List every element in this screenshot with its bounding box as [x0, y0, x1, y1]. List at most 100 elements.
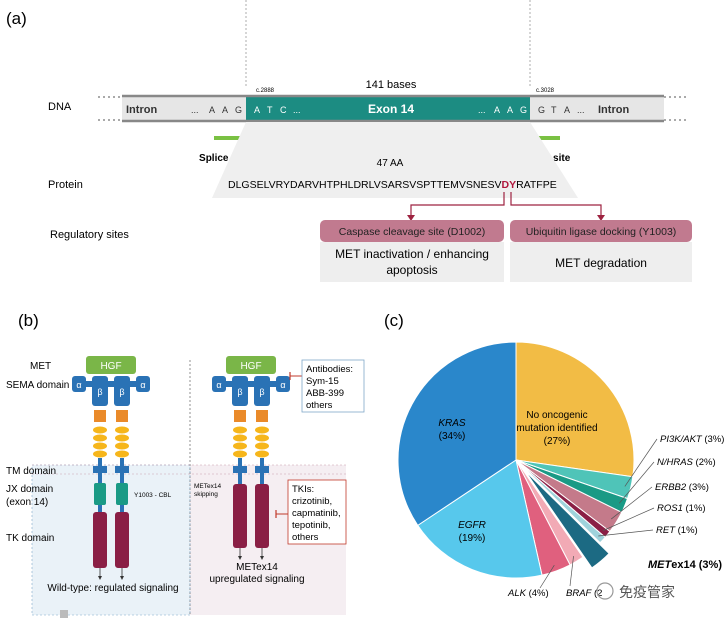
- alpha-label: α: [280, 380, 285, 390]
- ubiquitin-title-box: [510, 220, 692, 242]
- pi3k-pct: (3%): [702, 434, 724, 445]
- ubiquitin-arrowhead: [597, 215, 605, 221]
- beta-subunit: [232, 376, 248, 406]
- signal-arrowhead: [260, 556, 264, 560]
- caspase-arrowhead: [407, 215, 415, 221]
- slice-label-ret: RET (1%): [656, 525, 698, 536]
- psi-domain: [94, 410, 106, 422]
- intron-right-label: Intron: [598, 104, 629, 116]
- tm-domain: [115, 466, 129, 473]
- sema-bridge: [86, 381, 136, 387]
- bases-label: 141 bases: [366, 79, 417, 91]
- slice-label-ros1: ROS1 (1%): [657, 503, 706, 514]
- erbb2-pct: (3%): [686, 482, 709, 493]
- wildtype-receptor: HGF α α β β: [47, 356, 179, 594]
- metex14-receptor: HGF α α β β: [194, 356, 305, 585]
- watermark-logo-icon: [596, 582, 614, 600]
- nhras-name: N/HRAS: [657, 457, 694, 468]
- alpha-label: α: [76, 380, 81, 390]
- seq-base: A: [564, 105, 570, 115]
- label-exon14: (exon 14): [6, 497, 48, 508]
- tkis-title: TKIs:: [292, 484, 314, 495]
- pie-slice-metex14: [524, 470, 610, 569]
- psi-domain: [116, 410, 128, 422]
- ros1-pct: (1%): [683, 503, 706, 514]
- psi-domain: [234, 410, 246, 422]
- seq-base: T: [551, 105, 557, 115]
- nhras-pct: (2%): [693, 457, 716, 468]
- protein-sequence: DLGSELVRYDARVHTPHLDRLVSARSVSPTTEMVSNESVD…: [228, 179, 557, 191]
- ipt-domain: [115, 434, 129, 442]
- tki-item: crizotinib,: [292, 496, 332, 507]
- seq-base: A: [209, 105, 215, 115]
- antibody-item: Sym-15: [306, 376, 339, 387]
- antibody-item: ABB-399: [306, 388, 344, 399]
- beta-label: β: [97, 387, 102, 397]
- pie-slice-kras: [397, 341, 517, 527]
- caspase-desc-box: [320, 242, 504, 282]
- regulatory-row-label: Regulatory sites: [50, 229, 129, 241]
- tki-item: others: [292, 532, 319, 543]
- panel-c: (c) No oncogenic mutation identified (27…: [384, 311, 724, 600]
- tk-domain: [115, 512, 129, 568]
- exon14-block: [246, 95, 530, 122]
- panel-b-label: (b): [18, 311, 39, 330]
- seq-base: A: [494, 105, 500, 115]
- seq-base: C: [280, 105, 287, 115]
- ipt-domain: [255, 434, 269, 442]
- slice-label-erbb2: ERBB2 (3%): [655, 482, 709, 493]
- hgf-ligand: [86, 356, 136, 374]
- seq-base: G: [520, 105, 527, 115]
- leader-line-ros1: [602, 507, 655, 531]
- seq-base: ...: [577, 105, 585, 115]
- tk-domain: [93, 512, 107, 568]
- tk-domain: [255, 484, 269, 548]
- slice-label-egfr: EGFR: [458, 520, 486, 531]
- pie-leader-lines: [539, 438, 658, 589]
- ipt-domain: [115, 442, 129, 450]
- tkis-box: [287, 479, 347, 545]
- slice-label-no-oncogenic-line2: mutation identified: [516, 423, 597, 434]
- label-tm-domain: TM domain: [6, 466, 56, 477]
- ret-pct: (1%): [675, 525, 698, 536]
- seq-left-dots: ...: [191, 105, 199, 115]
- panel-a-label: (a): [6, 9, 27, 28]
- ubiquitin-title: Ubiquitin ligase docking (Y1003): [526, 226, 677, 238]
- ipt-domain: [255, 426, 269, 434]
- slice-label-metex14: METex14 (3%): [648, 559, 722, 571]
- leader-line-braf: [569, 556, 574, 587]
- ipt-domain: [255, 450, 269, 458]
- slice-label-kras-pct: (34%): [439, 431, 466, 442]
- wildtype-region-border: [31, 464, 191, 616]
- tm-domain: [93, 466, 107, 473]
- jx-domain: [116, 483, 128, 505]
- psi-domain: [256, 410, 268, 422]
- antibody-item: others: [306, 400, 333, 411]
- alpha-subunit: [136, 376, 150, 392]
- ipt-domain: [233, 450, 247, 458]
- sema-bridge: [226, 381, 276, 387]
- tk-domain: [233, 484, 247, 548]
- metex14-name: MET: [648, 559, 673, 571]
- ipt-domain: [115, 450, 129, 458]
- coord-right: c.3028: [536, 88, 555, 94]
- leader-line-pi3k-akt: [624, 438, 658, 487]
- jx-domain: [94, 483, 106, 505]
- slice-label-no-oncogenic-line1: No oncogenic: [526, 410, 587, 421]
- slice-label-alk: ALK (4%): [507, 588, 549, 599]
- caspase-arrow: [410, 192, 505, 216]
- protein-seq-post: RATFPE: [516, 179, 557, 191]
- tki-item: tepotinib,: [292, 520, 331, 531]
- panel-a: (a) 141 bases c.2888 c.3028 DNA Intron .…: [6, 0, 692, 282]
- ipt-domain: [93, 426, 107, 434]
- intron-right-block: [530, 95, 664, 122]
- leader-line-alk: [539, 565, 555, 589]
- metex14-pct: ex14 (3%): [671, 559, 722, 571]
- leader-line-n-hras: [619, 461, 655, 504]
- erbb2-name: ERBB2: [655, 482, 687, 493]
- wildtype-caption: Wild-type: regulated signaling: [47, 583, 178, 594]
- antibodies-title: Antibodies:: [306, 364, 353, 375]
- ubiquitin-desc-box: [510, 242, 692, 282]
- caspase-desc-line1: MET inactivation / enhancing: [335, 247, 489, 261]
